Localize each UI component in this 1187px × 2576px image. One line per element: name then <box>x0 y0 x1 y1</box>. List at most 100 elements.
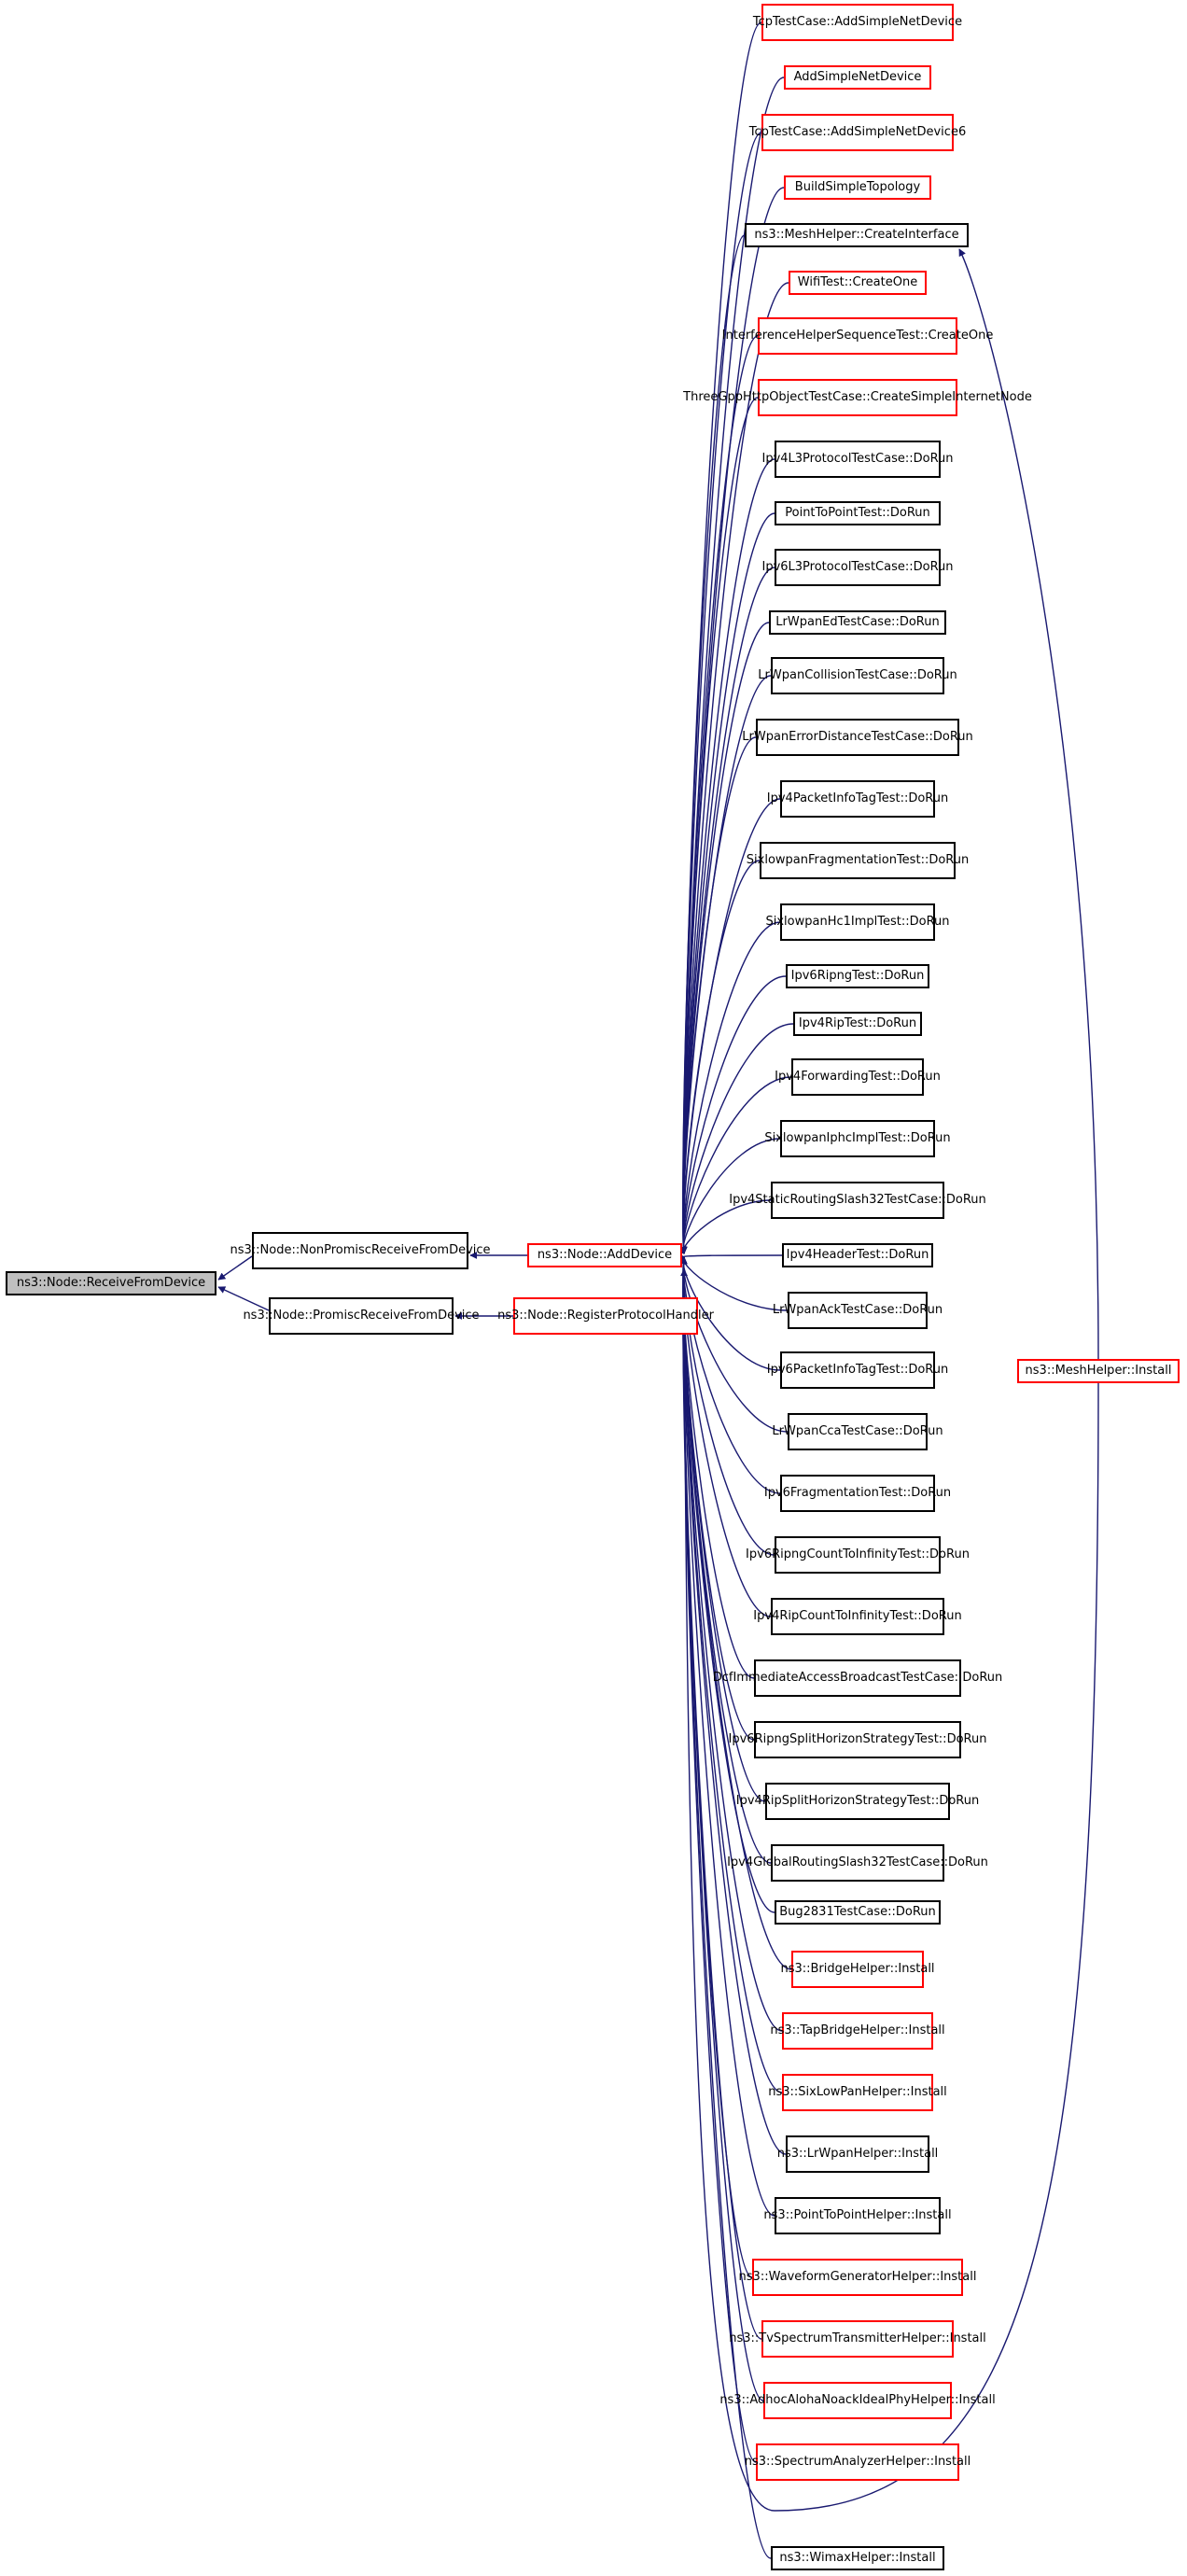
edge-meshinstall-to-createinterface <box>958 248 1099 1360</box>
node-ipv4-packet-info-tag-dorun[interactable]: Ipv4PacketInfoTagTest::DoRun <box>767 780 948 818</box>
node-label-line: SixlowpanHc1ImplTest <box>765 915 901 929</box>
node-label-line: Ipv4StaticRoutingSlash32 <box>729 1193 885 1207</box>
edge-caller-21-to-adddevice <box>676 1199 772 1254</box>
node-label-line: FromDevice <box>407 1309 480 1323</box>
node-point-to-point-dorun[interactable]: PointToPointTest::DoRun <box>775 501 941 525</box>
node-label-line: Ipv6FragmentationTest <box>763 1486 903 1500</box>
node-mesh-helper-install[interactable]: ns3::MeshHelper::Install <box>1017 1359 1180 1383</box>
node-lrwpan-collision-dorun[interactable]: LrWpanCollisionTestCase::DoRun <box>758 657 957 694</box>
node-ipv4-rip-count-to-infinity-dorun[interactable]: Ipv4RipCountToInfinityTest::DoRun <box>753 1598 962 1635</box>
node-point-to-point-helper-install[interactable]: ns3::PointToPointHelper::Install <box>763 2197 952 2234</box>
node-bug2831-dorun[interactable]: Bug2831TestCase::DoRun <box>775 1900 941 1925</box>
node-label-line: ns3::Node::RegisterProtocol <box>497 1309 666 1323</box>
node-label-line: ::DoRun <box>909 668 957 682</box>
edge-caller-22-to-adddevice <box>677 1252 783 1260</box>
node-tap-bridge-helper-install[interactable]: ns3::TapBridgeHelper::Install <box>770 2012 945 2050</box>
node-sixlowpan-iphc-dorun[interactable]: SixlowpanIphcImplTest::DoRun <box>764 1120 951 1157</box>
node-bridge-helper-install[interactable]: ns3::BridgeHelper::Install <box>780 1951 935 1988</box>
node-label-line: ::Install <box>906 2208 952 2222</box>
node-label-line: Ipv6RipngCountToInfinity <box>746 1547 898 1561</box>
node-label-line: ::DoRun <box>901 915 950 929</box>
node-label-line: Device6 <box>916 125 967 139</box>
node-wifi-create-one[interactable]: WifiTest::CreateOne <box>789 271 927 295</box>
node-label-line: Test::CreateOne <box>896 329 994 343</box>
node-add-simple-net-device[interactable]: AddSimpleNetDevice <box>784 65 931 90</box>
node-ipv4-header-dorun[interactable]: Ipv4HeaderTest::DoRun <box>782 1243 933 1267</box>
node-label-line: Ipv4ForwardingTest <box>775 1070 893 1084</box>
node-label-line: BuildSimpleTopology <box>794 180 921 194</box>
node-build-simple-topology[interactable]: BuildSimpleTopology <box>784 175 931 200</box>
node-label-line: PhyHelper::Install <box>888 2393 996 2407</box>
node-sixlowpan-helper-install[interactable]: ns3::SixLowPanHelper::Install <box>768 2074 947 2111</box>
node-label-line: ns3::LrWpanHelper:: <box>776 2147 902 2161</box>
node-mesh-create-interface[interactable]: ns3::MeshHelper::CreateInterface <box>745 223 969 247</box>
node-label-line: Ipv4RipTest::DoRun <box>798 1016 917 1030</box>
node-label-line: ::DoRun <box>902 1486 952 1500</box>
node-label-line: DoRun <box>902 1424 943 1438</box>
node-label-line: PointToPointTest::DoRun <box>785 506 930 520</box>
node-ipv4-rip-dorun[interactable]: Ipv4RipTest::DoRun <box>793 1012 922 1036</box>
node-label-line: LrWpanAckTestCase:: <box>772 1303 903 1317</box>
node-label-line: Bug2831TestCase::DoRun <box>779 1905 936 1919</box>
node-ipv6-fragmentation-dorun[interactable]: Ipv6FragmentationTest::DoRun <box>764 1475 951 1512</box>
node-label-line: Ipv4RipCountToInfinityTest <box>753 1609 915 1623</box>
node-ipv6-packet-info-tag-dorun[interactable]: Ipv6PacketInfoTagTest::DoRun <box>767 1351 948 1389</box>
node-label-line: Device <box>920 15 963 29</box>
node-label-line: TestCase::DoRun <box>886 1855 988 1869</box>
node-ipv4-forwarding-dorun[interactable]: Ipv4ForwardingTest::DoRun <box>775 1058 941 1096</box>
node-label-line: LrWpanCollisionTestCase <box>758 668 910 682</box>
node-sixlowpan-hc1-dorun[interactable]: SixlowpanHc1ImplTest::DoRun <box>765 903 950 941</box>
node-lrwpan-ed-dorun[interactable]: LrWpanEdTestCase::DoRun <box>769 610 946 635</box>
node-spectrum-analyzer-helper-install[interactable]: ns3::SpectrumAnalyzerHelper::Install <box>745 2443 971 2481</box>
node-wimax-helper-install[interactable]: ns3::WimaxHelper::Install <box>771 2546 944 2570</box>
node-ipv6-ripng-dorun[interactable]: Ipv6RipngTest::DoRun <box>786 964 929 988</box>
node-add-device[interactable]: ns3::Node::AddDevice <box>527 1243 682 1267</box>
node-label-line: ::DoRun <box>920 853 970 867</box>
node-label-line: ::Install <box>901 2085 947 2099</box>
node-label-line: Ipv4RipSplitHorizonStrategy <box>735 1794 907 1808</box>
node-three-gpp-http-create-internet-node[interactable]: ThreeGppHttpObjectTestCase::CreateSimple… <box>683 379 1032 416</box>
node-label-line: TcpTestCase::AddSimpleNet <box>748 125 917 139</box>
node-label-line: ::Install <box>931 2270 977 2284</box>
node-label-line: DcfImmediateAccessBroadcast <box>712 1671 901 1685</box>
edge-nonpromisc-to-receive <box>217 1255 253 1281</box>
node-lrwpan-cca-dorun[interactable]: LrWpanCcaTestCase::DoRun <box>772 1413 943 1450</box>
node-waveform-generator-helper-install[interactable]: ns3::WaveformGeneratorHelper::Install <box>739 2259 976 2296</box>
node-label-line: ::Install <box>926 2455 971 2469</box>
node-lrwpan-error-distance-dorun[interactable]: LrWpanErrorDistanceTestCase::DoRun <box>742 719 973 756</box>
node-label-line: TcpTestCase::AddSimpleNet <box>752 15 921 29</box>
node-label-line: LrWpanEdTestCase::DoRun <box>775 615 940 629</box>
node-label-line: WifiTest::CreateOne <box>797 275 918 289</box>
node-sixlowpan-fragmentation-dorun[interactable]: SixlowpanFragmentationTest::DoRun <box>747 842 969 879</box>
node-label-line: LrWpanErrorDistanceTestCase <box>742 730 926 744</box>
node-label-line: Ipv4PacketInfoTagTest <box>766 791 901 805</box>
node-label-line: ::DoRun <box>925 730 973 744</box>
node-lrwpan-helper-install[interactable]: ns3::LrWpanHelper::Install <box>777 2135 938 2173</box>
node-label-line: SixlowpanFragmentationTest <box>746 853 921 867</box>
node-lrwpan-ack-dorun[interactable]: LrWpanAckTestCase::DoRun <box>773 1292 943 1329</box>
node-label-line: Test::DoRun <box>897 1547 970 1561</box>
edge-caller-25-to-adddevice <box>678 1256 789 1433</box>
node-label-line: Handler <box>665 1309 714 1323</box>
node-label-line: ns3::WaveformGeneratorHelper <box>738 2270 932 2284</box>
node-ipv4-l3-protocol-dorun[interactable]: Ipv4L3ProtocolTestCase::DoRun <box>761 441 954 478</box>
node-ipv6-l3-protocol-dorun[interactable]: Ipv6L3ProtocolTestCase::DoRun <box>761 549 954 586</box>
node-label-line: ns3::Node::PromiscReceive <box>243 1309 408 1323</box>
node-label-line: ns3::Node::AddDevice <box>537 1248 673 1262</box>
node-label-line: Ipv4HeaderTest::DoRun <box>786 1248 929 1262</box>
node-label-line: ::DoRun <box>914 1609 962 1623</box>
